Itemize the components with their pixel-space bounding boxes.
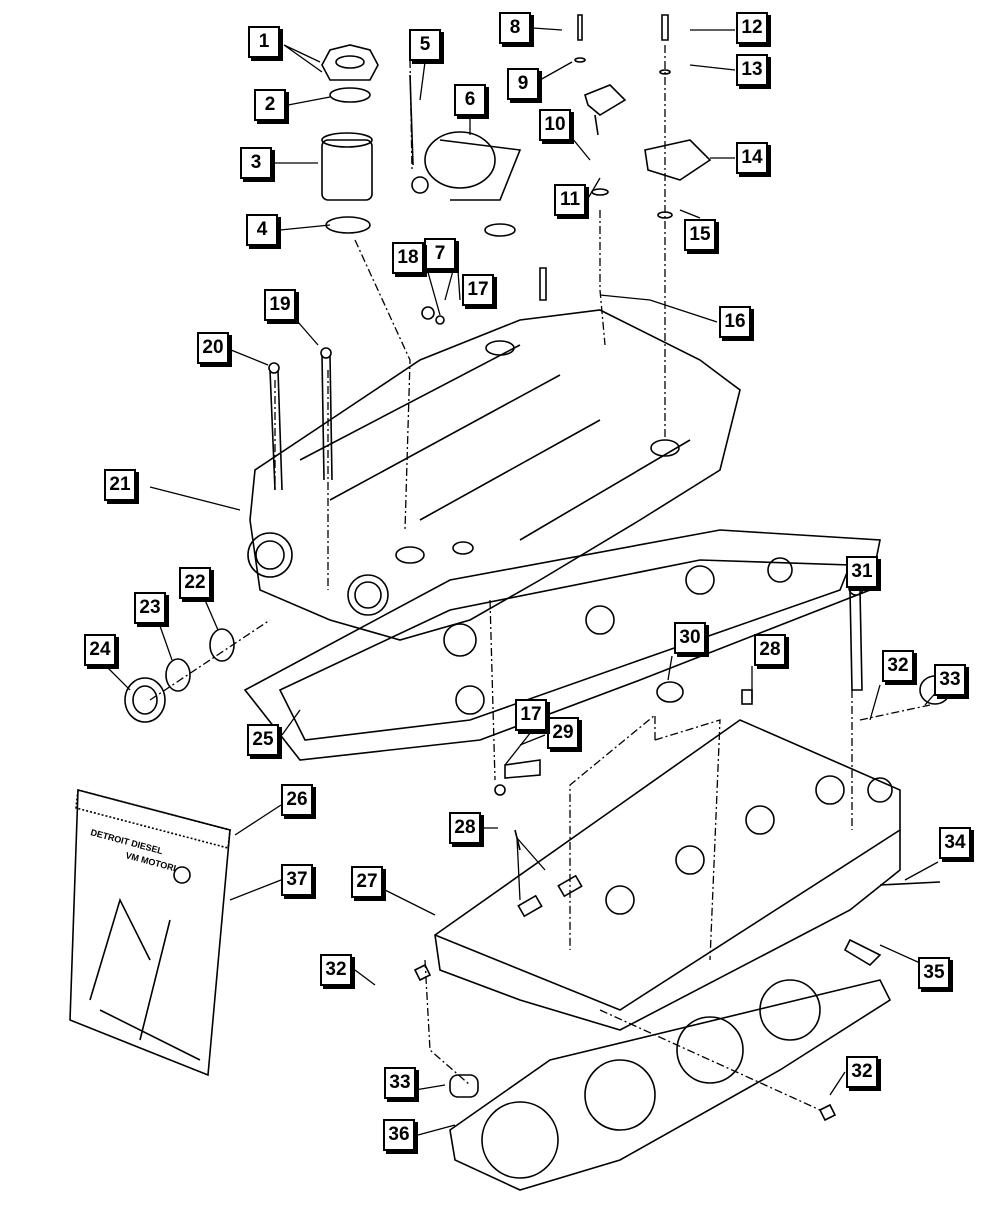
callout-36[interactable]: 36 (383, 1119, 415, 1151)
callout-19[interactable]: 19 (264, 289, 296, 321)
callout-33-lower[interactable]: 33 (384, 1067, 416, 1099)
callout-8[interactable]: 8 (499, 12, 531, 44)
callout-34[interactable]: 34 (939, 827, 971, 859)
callout-4[interactable]: 4 (246, 214, 278, 246)
callout-9[interactable]: 9 (507, 68, 539, 100)
callout-5[interactable]: 5 (409, 29, 441, 61)
callout-14[interactable]: 14 (736, 142, 768, 174)
callout-18[interactable]: 18 (392, 242, 424, 274)
callout-2[interactable]: 2 (254, 89, 286, 121)
callout-17-lower[interactable]: 17 (515, 699, 547, 731)
intake-manifold (247, 309, 741, 641)
parts-bag: DETROIT DIESEL VM MOTORI (69, 788, 231, 1077)
callout-10[interactable]: 10 (539, 109, 571, 141)
bag-logo-sub: VM MOTORI (124, 850, 177, 873)
callout-15[interactable]: 15 (684, 219, 716, 251)
callout-1[interactable]: 1 (248, 26, 280, 58)
head-gasket (449, 979, 892, 1191)
callout-31[interactable]: 31 (846, 556, 878, 588)
callout-27[interactable]: 27 (351, 866, 383, 898)
callout-35[interactable]: 35 (918, 957, 950, 989)
callout-16[interactable]: 16 (719, 306, 751, 338)
callout-3[interactable]: 3 (240, 147, 272, 179)
callout-32-right[interactable]: 32 (846, 1056, 878, 1088)
top-components (268, 14, 712, 491)
callout-21[interactable]: 21 (104, 469, 136, 501)
manifold-gasket (243, 529, 881, 761)
callout-26[interactable]: 26 (281, 784, 313, 816)
callout-23[interactable]: 23 (134, 592, 166, 624)
callout-28[interactable]: 28 (754, 634, 786, 666)
callout-12[interactable]: 12 (736, 12, 768, 44)
manifold-seals (124, 628, 235, 723)
callout-25[interactable]: 25 (247, 724, 279, 756)
callout-32-left[interactable]: 32 (320, 954, 352, 986)
callout-11[interactable]: 11 (554, 184, 586, 216)
callout-7[interactable]: 7 (424, 238, 456, 270)
callout-20[interactable]: 20 (197, 332, 229, 364)
callout-32[interactable]: 32 (882, 650, 914, 682)
callout-24[interactable]: 24 (84, 634, 116, 666)
callout-22[interactable]: 22 (179, 567, 211, 599)
callout-29[interactable]: 29 (547, 717, 579, 749)
leader-lines (107, 27, 939, 1136)
callout-13[interactable]: 13 (736, 54, 768, 86)
cylinder-head (413, 580, 951, 1122)
callout-30[interactable]: 30 (674, 622, 706, 654)
callout-17[interactable]: 17 (462, 274, 494, 306)
callout-6[interactable]: 6 (454, 84, 486, 116)
callout-37[interactable]: 37 (281, 864, 313, 896)
callout-28-lower[interactable]: 28 (449, 812, 481, 844)
callout-33[interactable]: 33 (934, 664, 966, 696)
